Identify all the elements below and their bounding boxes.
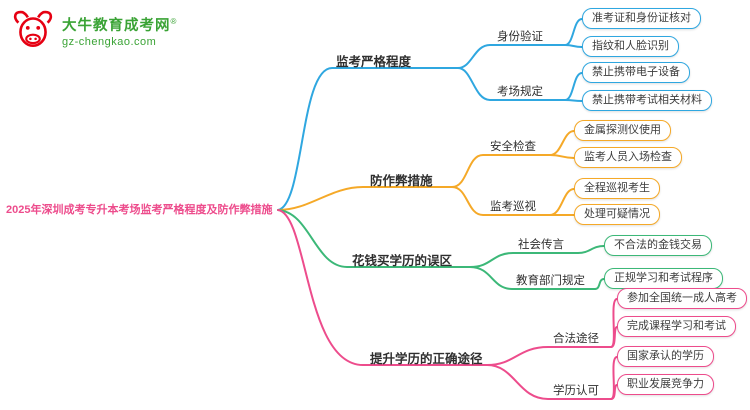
root-topic: 2025年深圳成考专升本考场监考严格程度及防作弊措施 (6, 204, 273, 216)
connector-line (549, 188, 575, 216)
connector-line (451, 154, 551, 188)
connector-line (594, 278, 605, 290)
connector-line (610, 326, 618, 348)
logo-title: 大牛教育成考网® (62, 17, 177, 35)
registered-mark: ® (170, 17, 178, 27)
connector-line (469, 266, 596, 290)
connector-line (457, 44, 566, 69)
logo-bull-icon (10, 7, 56, 58)
branch-line (277, 209, 488, 366)
leaf-node: 全程巡视考生 (574, 178, 660, 199)
connector-line (564, 44, 583, 48)
site-logo: 大牛教育成考网® gz-chengkao.com (10, 7, 177, 58)
connector-line (564, 99, 583, 102)
branch-label-misconception: 花钱买学历的误区 (352, 254, 453, 268)
branch-line (277, 209, 471, 268)
sub-label-rumors: 社会传言 (518, 239, 564, 251)
leaf-node: 指纹和人脸识别 (582, 36, 679, 57)
leaf-node: 完成课程学习和考试 (617, 316, 736, 337)
leaf-node: 禁止携带考试相关材料 (582, 90, 712, 111)
branch-label-correct-path: 提升学历的正确途径 (370, 352, 483, 366)
sub-label-legal-way: 合法途径 (553, 333, 599, 345)
branch-label-supervision: 监考严格程度 (336, 55, 412, 69)
sub-label-room-rules: 考场规定 (497, 86, 543, 98)
branch-line (277, 186, 453, 211)
connector-line (486, 364, 612, 400)
connector-line (549, 130, 575, 156)
connector-line (469, 252, 579, 268)
leaf-node: 职业发展竞争力 (617, 374, 714, 395)
leaf-node: 不合法的金钱交易 (604, 235, 712, 256)
connector-line (457, 67, 566, 101)
leaf-node: 禁止携带电子设备 (582, 62, 690, 83)
connector-line (486, 346, 612, 366)
connector-line (549, 154, 575, 159)
leaf-node: 正规学习和考试程序 (604, 268, 723, 289)
sub-label-edu-regulation: 教育部门规定 (516, 275, 585, 287)
sub-label-security-check: 安全检查 (490, 141, 536, 153)
logo-title-text: 大牛教育成考网 (62, 18, 171, 35)
branch-label-anticheat: 防作弊措施 (370, 174, 433, 188)
logo-url: gz-chengkao.com (62, 35, 157, 48)
connector-line (610, 384, 618, 400)
leaf-node: 国家承认的学历 (617, 346, 714, 367)
leaf-node: 处理可疑情况 (574, 204, 660, 225)
connector-line (577, 245, 605, 254)
connector-line (451, 186, 551, 216)
leaf-node: 准考证和身份证核对 (582, 8, 701, 29)
sub-label-recognition: 学历认可 (553, 385, 599, 397)
leaf-node: 监考人员入场检查 (574, 147, 682, 168)
leaf-node: 参加全国统一成人高考 (617, 288, 747, 309)
connector-line (564, 18, 583, 46)
sub-label-patrol: 监考巡视 (490, 201, 536, 213)
leaf-node: 金属探测仪使用 (574, 120, 671, 141)
sub-label-identity-check: 身份验证 (497, 31, 543, 43)
connector-line (564, 72, 583, 101)
branch-line (277, 67, 459, 211)
